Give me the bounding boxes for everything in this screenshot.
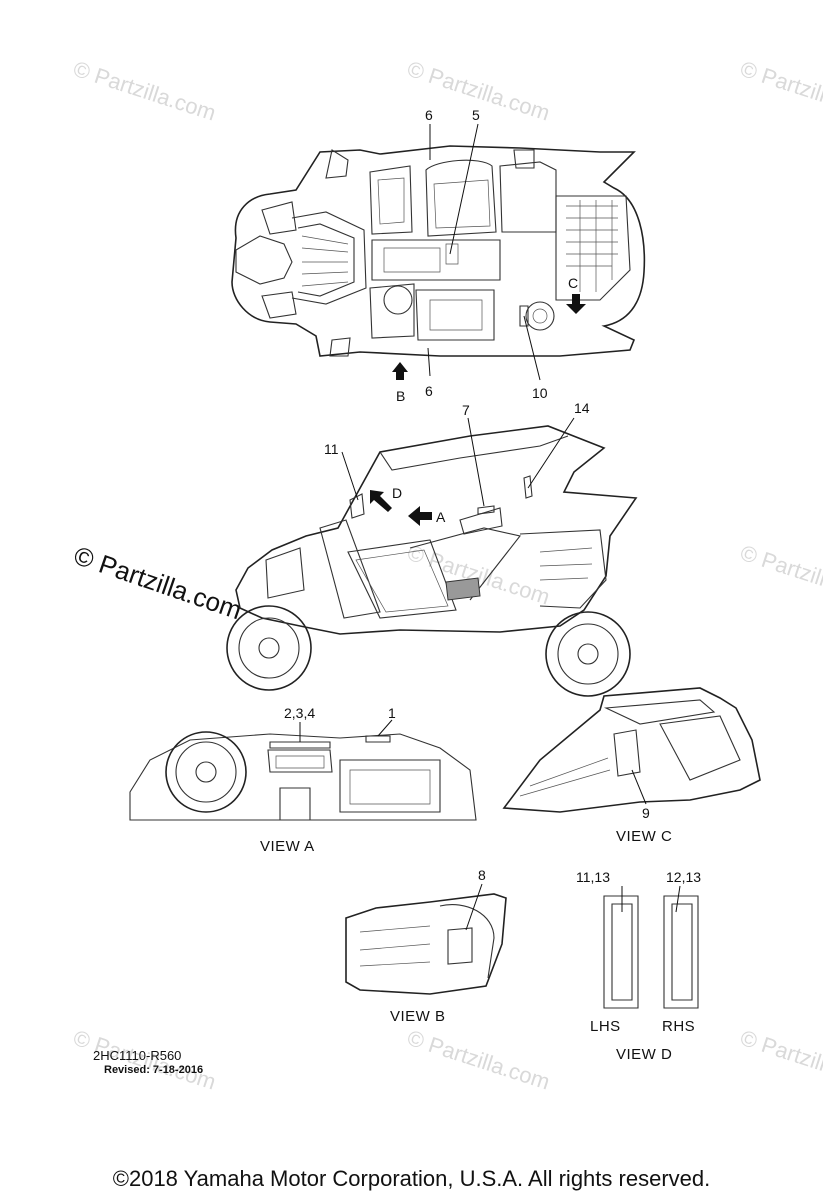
callout-10: 10 <box>532 385 548 401</box>
lhs-label: LHS <box>590 1018 621 1035</box>
rhs-label: RHS <box>662 1018 696 1035</box>
callout-11: 11 <box>324 441 339 457</box>
callout-8: 8 <box>478 867 486 883</box>
drawing-code: 2HC1110-R560 <box>93 1048 182 1063</box>
view-d-pillars <box>603 885 699 1009</box>
callout-arrow-d: D <box>392 485 403 501</box>
view-d-label: VIEW D <box>616 1046 673 1063</box>
callout-1: 1 <box>388 705 396 721</box>
view-a-dashboard <box>129 719 477 821</box>
callout-11-13: 11,13 <box>576 869 610 885</box>
revised-date: Revised: 7-18-2016 <box>104 1064 204 1076</box>
callout-14: 14 <box>574 400 590 416</box>
callout-9: 9 <box>642 805 650 821</box>
copyright-notice: ©2018 Yamaha Motor Corporation, U.S.A. A… <box>112 1166 711 1191</box>
view-b-label: VIEW B <box>390 1008 446 1025</box>
top-view-vehicle <box>231 123 646 381</box>
view-a-label: VIEW A <box>260 838 315 855</box>
callout-arrow-a: A <box>436 509 446 525</box>
side-view-vehicle <box>226 417 638 697</box>
callout-arrow-c: C <box>568 275 579 291</box>
callout-arrow-b: B <box>396 388 406 404</box>
callout-6-top: 6 <box>425 107 433 123</box>
callout-6-bottom: 6 <box>425 383 433 399</box>
callout-12-13: 12,13 <box>666 869 702 885</box>
callout-2-3-4: 2,3,4 <box>284 705 316 721</box>
callout-7: 7 <box>462 402 470 418</box>
view-b-panel <box>345 883 507 995</box>
view-c-label: VIEW C <box>616 828 673 845</box>
view-c-panel <box>502 687 761 813</box>
callout-5: 5 <box>472 107 480 123</box>
